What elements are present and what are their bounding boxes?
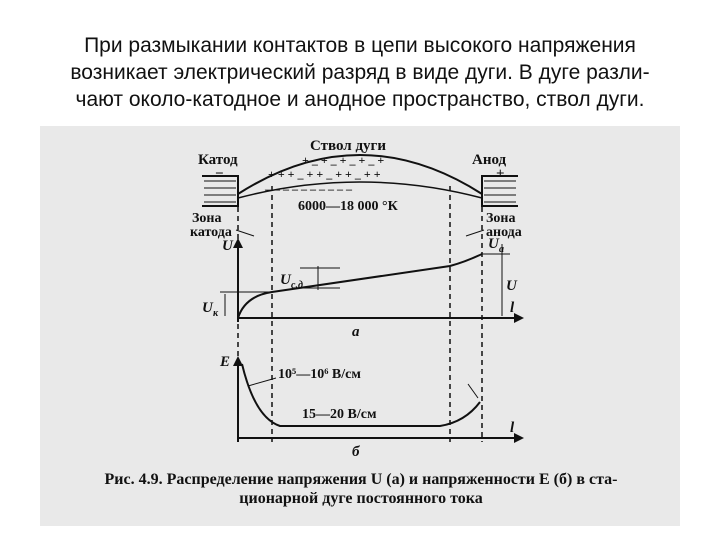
caption-line: Рис. 4.9. Распределение напряжения U (а)… xyxy=(104,471,618,488)
panel-a-label: а xyxy=(352,324,360,340)
anode-label: Анод xyxy=(472,152,507,168)
zone-boundaries xyxy=(237,186,483,442)
voltage-curve xyxy=(237,253,483,319)
l-axis-label: l xyxy=(510,420,515,436)
u-right-label: U xyxy=(506,278,518,294)
field-strength-curve xyxy=(241,363,481,427)
charges-row: + + + _ + + _ + + _ + + xyxy=(268,167,381,181)
u-anode-label: U xyxy=(488,236,500,252)
arc-column-outline xyxy=(237,154,483,195)
temperature-label: 6000—18 000 °К xyxy=(298,199,399,214)
cathode-zone-label: Зона xyxy=(192,211,221,226)
gradient-high-label: 10⁵—10⁶ В/см xyxy=(278,367,361,382)
scanned-page-background xyxy=(40,126,680,526)
figure-caption: Рис. 4.9. Распределение напряжения U (а)… xyxy=(46,470,676,508)
arc-distribution-figure: Катод − Ствол дуги Анод + + _ + _ + _ + … xyxy=(190,138,524,460)
slide-text-line: чают около-катодное и анодное пространст… xyxy=(75,88,645,111)
l-axis-label: l xyxy=(510,300,515,316)
caption-line: ционарной дуге постоянного тока xyxy=(239,490,483,507)
slide-text: При размыкании контактов в цепи высокого… xyxy=(20,32,700,113)
arc-column-base xyxy=(237,181,483,199)
charges-row: _ _ _ _ _ _ _ _ _ _ xyxy=(264,178,353,192)
slide-text-line: возникает электрический разряд в виде ду… xyxy=(70,61,650,84)
cathode-zone-label: катода xyxy=(190,225,232,240)
u-column-label: U xyxy=(280,272,292,288)
field-strength-plot xyxy=(233,356,524,443)
u-column-subscript: с.д xyxy=(291,280,303,291)
anode-plus-sign: + xyxy=(496,166,505,182)
u-anode-subscript: a xyxy=(499,244,504,255)
slide-text-line: При размыкании контактов в цепи высокого… xyxy=(84,34,636,57)
gradient-low-label: 15—20 В/см xyxy=(302,407,377,422)
cathode-electrode xyxy=(202,175,239,207)
u-cathode-subscript: к xyxy=(213,308,219,319)
e-axis-label: E xyxy=(219,354,230,370)
anode-zone-label: анода xyxy=(486,225,522,240)
cathode-label: Катод xyxy=(198,152,238,168)
charges-row: + _ + _ + _ + _ + xyxy=(302,153,384,167)
anode-electrode xyxy=(481,175,518,207)
u-cathode-label: U xyxy=(202,300,214,316)
anode-zone-label: Зона xyxy=(486,211,515,226)
voltage-plot xyxy=(220,238,524,323)
arc-column-label: Ствол дуги xyxy=(310,138,386,154)
panel-b-label: б xyxy=(352,444,360,460)
u-axis-label: U xyxy=(222,238,234,254)
cathode-minus-sign: − xyxy=(215,166,224,182)
